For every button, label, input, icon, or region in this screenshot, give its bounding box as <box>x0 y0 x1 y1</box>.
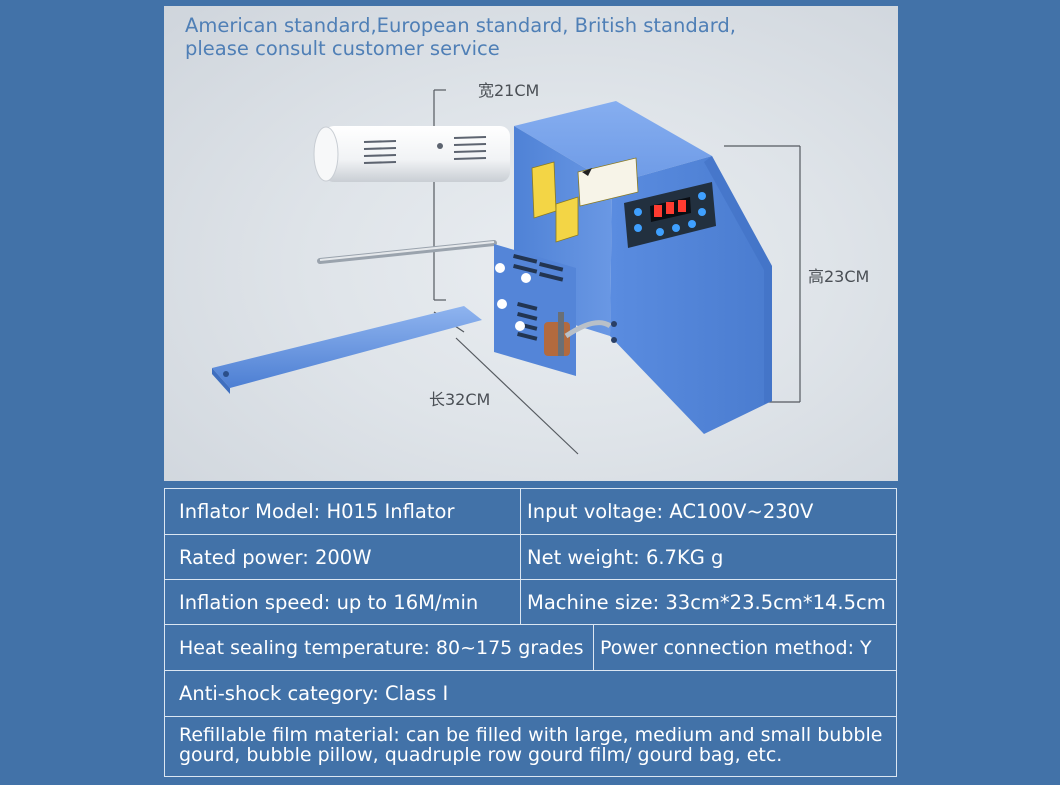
spec-row: Heat sealing temperature: 80~175 grades … <box>165 625 896 671</box>
spec-connection: Power connection method: Y <box>593 625 896 670</box>
handle-bar <box>212 306 482 388</box>
spec-speed: Inflation speed: up to 16M/min <box>179 590 479 614</box>
spec-power: Rated power: 200W <box>179 545 372 569</box>
spec-voltage: Input voltage: AC100V~230V <box>520 489 896 534</box>
film-roller-tube <box>313 126 510 182</box>
product-photo: American standard,European standard, Bri… <box>164 6 898 481</box>
spec-row: Refillable film material: can be filled … <box>165 717 896 776</box>
height-dimension-label: 高23CM <box>808 267 870 286</box>
spec-weight: Net weight: 6.7KG g <box>520 535 896 579</box>
spec-antishock: Anti-shock category: Class I <box>179 682 449 705</box>
control-panel <box>624 182 716 248</box>
sealing-assembly <box>494 244 617 376</box>
spec-row: Inflation speed: up to 16M/min Machine s… <box>165 580 896 625</box>
spec-film: Refillable film material: can be filled … <box>179 724 883 766</box>
spec-size: Machine size: 33cm*23.5cm*14.5cm <box>520 580 896 624</box>
inflator-machine-illustration <box>212 89 801 455</box>
notice-line-2: please consult customer service <box>185 37 500 60</box>
warning-labels <box>531 157 639 243</box>
specifications-table: Inflator Model: H015 Inflator Input volt… <box>164 488 897 777</box>
spec-model: Inflator Model: H015 Inflator <box>179 500 455 523</box>
spec-row: Anti-shock category: Class I <box>165 671 896 717</box>
digit-display <box>654 200 686 217</box>
spec-temperature: Heat sealing temperature: 80~175 grades <box>179 636 584 659</box>
standard-notice: American standard,European standard, Bri… <box>185 14 736 60</box>
length-dimension-label: 长32CM <box>429 390 491 409</box>
width-dimension-label: 宽21CM <box>478 81 540 100</box>
spec-row: Inflator Model: H015 Inflator Input volt… <box>165 489 896 535</box>
notice-line-1: American standard,European standard, Bri… <box>185 14 736 37</box>
spec-row: Rated power: 200W Net weight: 6.7KG g <box>165 535 896 580</box>
